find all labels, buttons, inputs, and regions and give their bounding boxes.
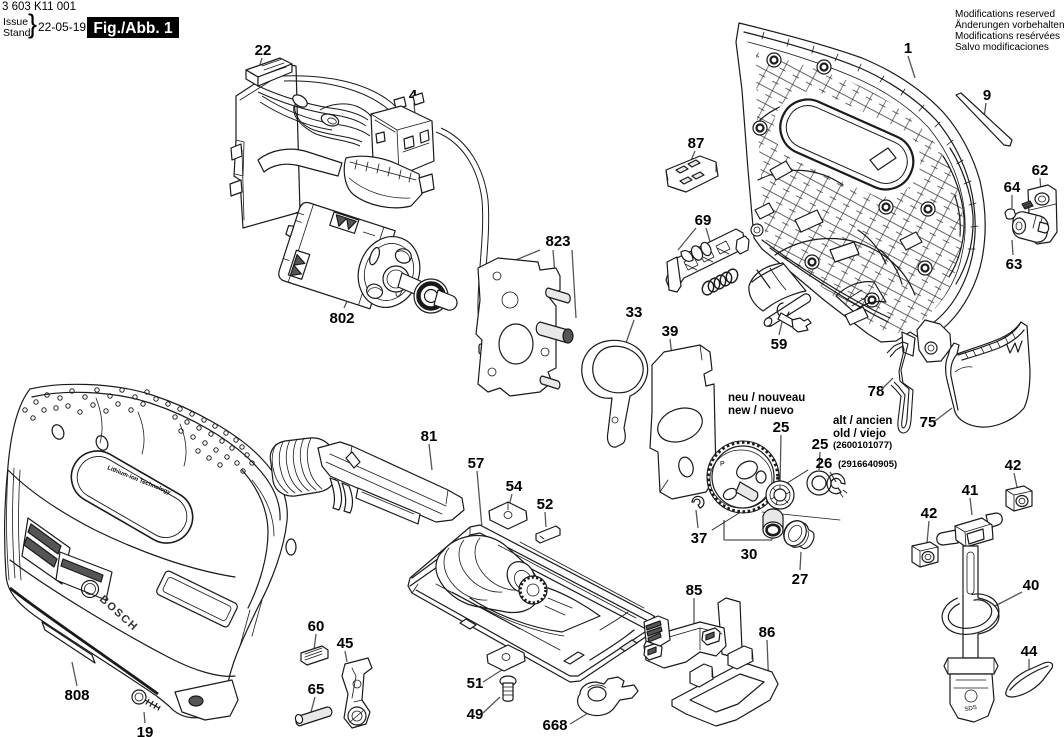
svg-text:37: 37	[691, 530, 708, 547]
svg-text:802: 802	[329, 310, 354, 327]
svg-text:22: 22	[255, 42, 272, 59]
svg-text:63: 63	[1006, 256, 1023, 273]
svg-text:26: 26	[816, 455, 833, 472]
svg-text:808: 808	[64, 687, 89, 704]
svg-text:1: 1	[904, 40, 912, 57]
svg-text:(2600101077): (2600101077)	[833, 440, 892, 451]
svg-text:alt / ancien: alt / ancien	[833, 415, 892, 427]
svg-text:44: 44	[1021, 643, 1038, 660]
svg-text:25: 25	[812, 436, 829, 453]
svg-text:42: 42	[1005, 457, 1022, 474]
svg-text:65: 65	[308, 681, 325, 698]
svg-text:41: 41	[962, 482, 979, 499]
svg-text:54: 54	[506, 478, 523, 495]
svg-text:87: 87	[688, 135, 705, 152]
svg-text:Modifications reserved: Modifications reserved	[955, 9, 1055, 20]
svg-text:Issue: Issue	[3, 16, 28, 28]
svg-text:51: 51	[467, 675, 484, 692]
svg-text:668: 668	[542, 717, 567, 734]
svg-text:75: 75	[920, 414, 937, 431]
svg-text:57: 57	[468, 455, 485, 472]
svg-text:33: 33	[626, 304, 643, 321]
svg-text:Fig./Abb. 1: Fig./Abb. 1	[93, 20, 173, 37]
svg-text:86: 86	[759, 624, 776, 641]
svg-text:neu / nouveau: neu / nouveau	[728, 392, 805, 404]
svg-text:3 603 K11 001: 3 603 K11 001	[2, 1, 76, 13]
svg-text:60: 60	[308, 618, 325, 635]
svg-text:52: 52	[537, 496, 554, 513]
svg-text:SDS: SDS	[964, 705, 977, 713]
svg-text:19: 19	[137, 724, 154, 737]
svg-text:(2916640905): (2916640905)	[838, 459, 897, 470]
svg-text:45: 45	[337, 635, 354, 652]
svg-text:25: 25	[773, 419, 790, 436]
svg-text:22-05-19: 22-05-19	[38, 20, 86, 34]
svg-text:39: 39	[662, 323, 679, 340]
svg-text:27: 27	[792, 571, 809, 588]
svg-text:40: 40	[1023, 577, 1040, 594]
svg-text:old / viejo: old / viejo	[833, 428, 886, 440]
svg-text:9: 9	[983, 87, 991, 104]
svg-text:49: 49	[467, 706, 484, 723]
svg-text:42: 42	[921, 505, 938, 522]
svg-text:64: 64	[1004, 179, 1021, 196]
svg-text:81: 81	[421, 428, 438, 445]
svg-text:85: 85	[686, 582, 703, 599]
svg-text:59: 59	[771, 336, 788, 353]
svg-text:new / nuevo: new / nuevo	[728, 405, 794, 417]
svg-text:69: 69	[695, 212, 712, 229]
svg-text:Änderungen vorbehalten: Änderungen vorbehalten	[955, 19, 1064, 31]
svg-text:}: }	[28, 9, 37, 39]
svg-text:823: 823	[545, 233, 570, 250]
svg-text:78: 78	[868, 383, 885, 400]
svg-text:P: P	[720, 461, 725, 468]
svg-text:62: 62	[1032, 162, 1049, 179]
svg-text:Stand: Stand	[3, 27, 31, 39]
svg-text:30: 30	[741, 546, 758, 563]
svg-text:Modifications resérvées: Modifications resérvées	[955, 31, 1060, 42]
svg-text:Salvo modificaciones: Salvo modificaciones	[955, 42, 1049, 53]
